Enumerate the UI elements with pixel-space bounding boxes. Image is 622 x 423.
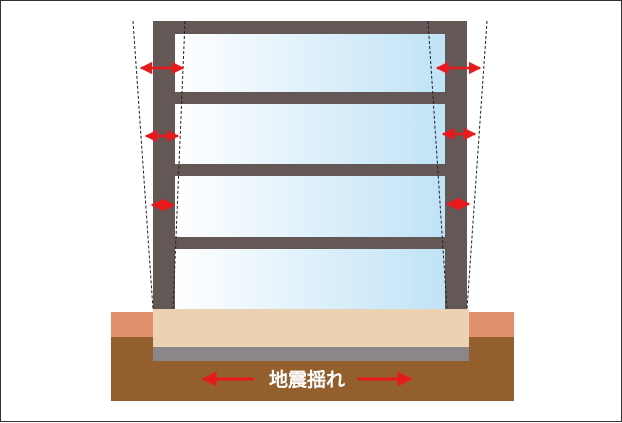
footing (153, 347, 469, 361)
sway-line-left-inner (172, 20, 186, 310)
glass-pane-floor-4 (175, 34, 445, 92)
glass-pane-floor-2 (175, 176, 445, 237)
drift-arrows (139, 61, 482, 212)
sway-outlines (132, 20, 488, 310)
glass-pane-floor-3 (175, 104, 445, 164)
shaking-indicator: 地震揺れ (201, 368, 413, 391)
glass-pane-floor-1 (175, 249, 445, 309)
sway-line-right-outer (466, 20, 488, 310)
building-frame (153, 21, 467, 309)
surface-soil-left (111, 312, 153, 337)
beam-floor-4 (153, 92, 467, 104)
beam-floor-3 (153, 164, 467, 176)
sway-line-right-inner (427, 20, 448, 310)
surface-soil-right (469, 312, 514, 337)
foundation (153, 309, 469, 349)
earthquake-shaking-label: 地震揺れ (269, 368, 345, 391)
roof-beam (153, 21, 467, 34)
beam-floor-2 (153, 237, 467, 249)
sway-line-left-outer (132, 20, 154, 310)
